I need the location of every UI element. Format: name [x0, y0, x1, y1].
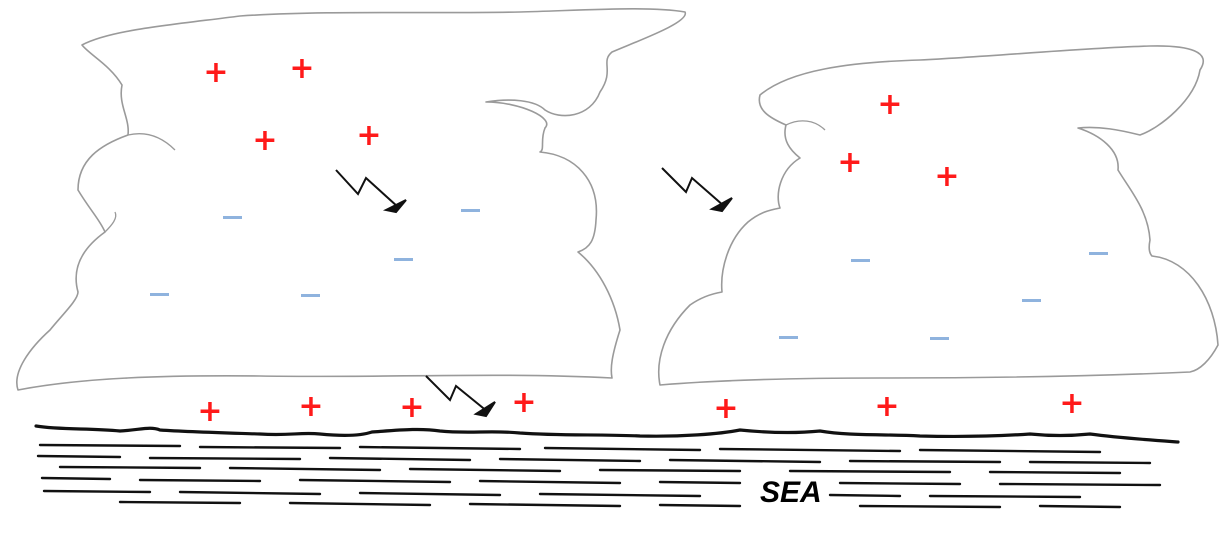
positive-charge: +: [289, 51, 314, 86]
negative-charge: [930, 337, 949, 340]
negative-charge: [223, 216, 242, 219]
positive-charge: +: [877, 87, 902, 122]
positive-charge: +: [1059, 386, 1084, 421]
left-cloud-positive-charges: + + + +: [203, 51, 381, 158]
right-cloud-negative-charges: [779, 252, 1108, 340]
negative-charge: [779, 336, 798, 339]
positive-charge: +: [713, 391, 738, 426]
sea-label: SEA: [760, 476, 822, 509]
positive-charge: +: [197, 394, 222, 429]
positive-charge: +: [837, 145, 862, 180]
lightning-bolt-between-clouds: [661, 167, 733, 213]
sea-wave-lines: [36, 443, 1162, 509]
negative-charge: [301, 294, 320, 297]
positive-charge: +: [252, 123, 277, 158]
positive-charge: +: [298, 389, 323, 424]
positive-charge: +: [874, 389, 899, 424]
negative-charge: [394, 258, 413, 261]
sea-surface-line: [34, 424, 1180, 444]
right-cloud-inner-line: [785, 120, 826, 131]
left-cloud-outline: [16, 8, 686, 391]
right-cloud-positive-charges: + + +: [837, 87, 959, 194]
negative-charge: [150, 293, 169, 296]
sea: [34, 424, 1180, 509]
right-cloud-outline: [658, 45, 1219, 386]
lightning-bolt-left-cloud: [335, 169, 407, 214]
positive-charge: +: [399, 390, 424, 425]
positive-charge: +: [511, 385, 536, 420]
positive-charge: +: [356, 118, 381, 153]
negative-charge: [1089, 252, 1108, 255]
left-cloud-inner-line-1: [127, 133, 176, 151]
positive-charge: +: [934, 159, 959, 194]
negative-charge: [851, 259, 870, 262]
negative-charge: [461, 209, 480, 212]
left-cloud-inner-line-2: [104, 211, 117, 233]
positive-charge: +: [203, 55, 228, 90]
sea-surface-positive-charges: + + + + + + +: [197, 385, 1084, 429]
negative-charge: [1022, 299, 1041, 302]
left-cloud-negative-charges: [150, 209, 480, 297]
lightning-bolt-cloud-to-sea: [425, 375, 496, 418]
